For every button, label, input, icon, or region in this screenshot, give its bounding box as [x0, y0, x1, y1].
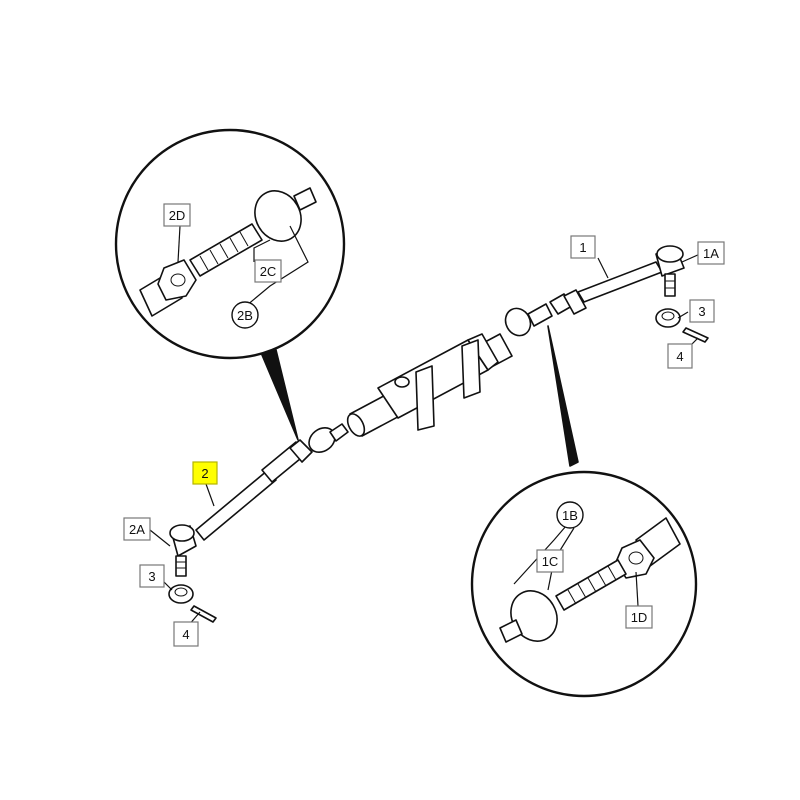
- svg-text:2: 2: [201, 466, 208, 481]
- label-3-right: 3: [689, 299, 715, 323]
- svg-text:3: 3: [698, 304, 705, 319]
- left-cotter-pin: [190, 605, 217, 623]
- label-2a: 2A: [123, 517, 151, 541]
- svg-text:2A: 2A: [129, 522, 145, 537]
- label-4-right: 4: [667, 343, 693, 369]
- label-2b: 2B: [231, 301, 259, 329]
- svg-text:2D: 2D: [169, 208, 186, 223]
- label-4-left: 4: [173, 621, 199, 647]
- label-2-highlighted: 2: [192, 461, 218, 485]
- label-1a: 1A: [697, 241, 725, 265]
- svg-text:1: 1: [579, 240, 586, 255]
- svg-text:3: 3: [148, 569, 155, 584]
- svg-text:1C: 1C: [542, 554, 559, 569]
- label-1c: 1C: [536, 549, 564, 573]
- svg-text:2C: 2C: [260, 264, 277, 279]
- right-castle-nut: [655, 308, 681, 328]
- label-2c: 2C: [254, 259, 282, 283]
- label-3-left: 3: [139, 564, 165, 588]
- detail-view-left-inner-joint: [114, 128, 346, 441]
- right-cotter-pin: [682, 327, 709, 343]
- label-1: 1: [570, 235, 596, 259]
- svg-text:1B: 1B: [562, 508, 578, 523]
- right-ball-joint: [655, 245, 685, 297]
- label-2d: 2D: [163, 203, 191, 227]
- steering-rack-assembly: [195, 261, 663, 541]
- svg-text:4: 4: [676, 349, 683, 364]
- svg-text:1A: 1A: [703, 246, 719, 261]
- svg-text:4: 4: [182, 627, 189, 642]
- label-1b: 1B: [556, 501, 584, 529]
- left-ball-joint: [169, 524, 197, 577]
- svg-text:2B: 2B: [237, 308, 253, 323]
- svg-text:1D: 1D: [631, 610, 648, 625]
- detail-view-right-inner-joint: [470, 325, 698, 698]
- detail-pointer-left: [261, 349, 299, 441]
- label-1d: 1D: [625, 605, 653, 629]
- left-castle-nut: [168, 584, 194, 604]
- detail-pointer-right: [547, 325, 579, 467]
